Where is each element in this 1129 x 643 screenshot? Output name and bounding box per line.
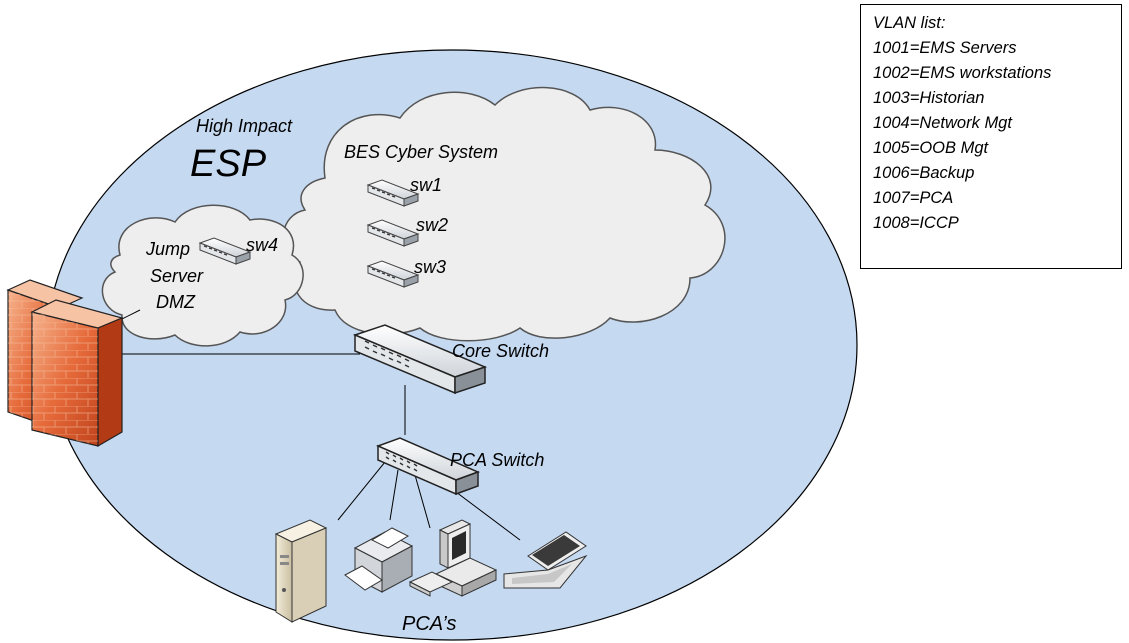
pca-switch-icon bbox=[375, 437, 481, 496]
bes-cloud-label: BES Cyber System bbox=[344, 142, 498, 162]
dmz-cloud bbox=[101, 204, 304, 347]
esp-title-small: High Impact bbox=[196, 116, 293, 136]
esp-title-large: ESP bbox=[190, 143, 267, 185]
pcas-label: PCA’s bbox=[402, 613, 456, 635]
switch-icon bbox=[366, 179, 420, 207]
switch-icon bbox=[198, 237, 252, 265]
vlan-list-title: VLAN list: bbox=[873, 14, 946, 32]
core-switch-icon bbox=[352, 324, 488, 395]
link-pca-desktop bbox=[414, 474, 431, 529]
switch-icon bbox=[366, 260, 420, 288]
vlan-item: 1001=EMS Servers bbox=[873, 39, 1017, 57]
vlan-item: 1003=Historian bbox=[873, 89, 985, 107]
core-switch-label: Core Switch bbox=[452, 341, 549, 361]
vlan-item: 1007=PCA bbox=[873, 189, 954, 207]
link-pca-server bbox=[337, 461, 386, 521]
sw2-label: sw2 bbox=[416, 215, 448, 235]
firewall-icon bbox=[6, 279, 124, 448]
link-pca-printer bbox=[389, 469, 399, 521]
vlan-list-panel: VLAN list: 1001=EMS Servers 1002=EMS wor… bbox=[860, 4, 1122, 269]
vlan-item: 1008=ICCP bbox=[873, 214, 959, 232]
sw3-label: sw3 bbox=[414, 257, 446, 277]
printer-icon bbox=[344, 527, 414, 593]
dmz-label-line1: Jump bbox=[145, 239, 190, 259]
vlan-item: 1005=OOB Mgt bbox=[873, 139, 989, 157]
vlan-item: 1006=Backup bbox=[873, 164, 975, 182]
vlan-item: 1002=EMS workstations bbox=[873, 64, 1052, 82]
pca-switch-label: PCA Switch bbox=[450, 450, 544, 470]
sw1-label: sw1 bbox=[410, 175, 442, 195]
switch-icon bbox=[366, 219, 420, 247]
sw4-label: sw4 bbox=[246, 235, 278, 255]
vlan-item: 1004=Network Mgt bbox=[873, 114, 1012, 132]
dmz-label-line2: Server bbox=[150, 266, 204, 286]
server-tower-icon bbox=[274, 519, 328, 623]
dmz-label-line3: DMZ bbox=[156, 292, 196, 312]
laptop-icon bbox=[503, 531, 588, 589]
desktop-computer-icon bbox=[408, 519, 498, 597]
